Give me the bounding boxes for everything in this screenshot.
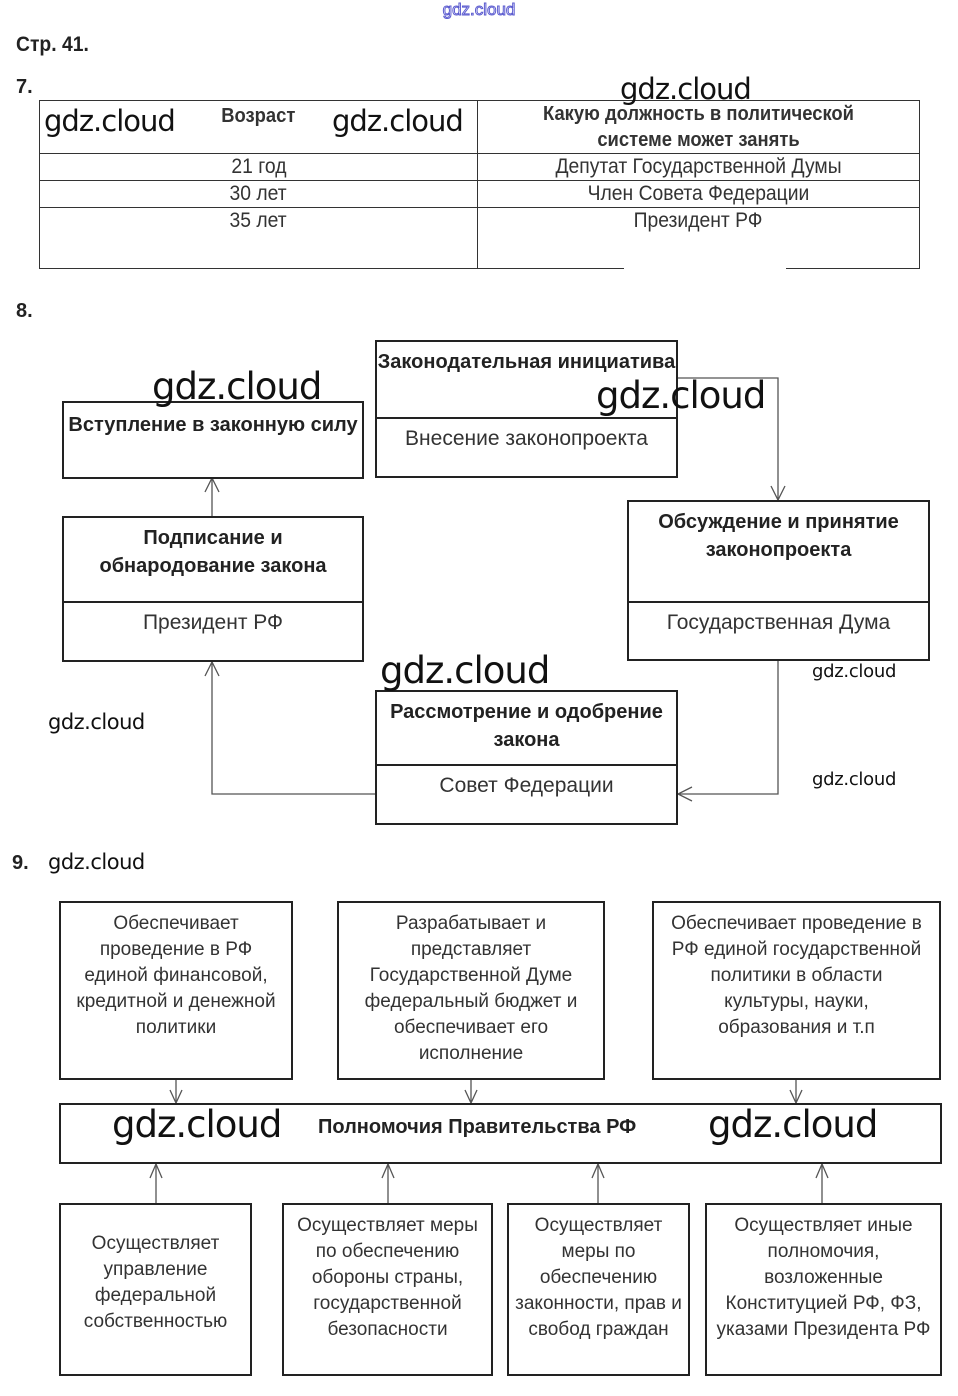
header-position: Какую должность в политической системе м… [477,100,920,154]
cell-age: 21 год [39,153,478,181]
page-label: Стр. 41. [16,33,89,56]
power-box-finance: Обеспечивает проведение в РФ единой фина… [59,901,293,1080]
watermark: gdz.cloud [332,104,464,138]
power-box-budget: Разрабатывает и представляет Государстве… [337,901,605,1080]
arrowhead-up-icon [149,1162,163,1179]
watermark: gdz.cloud [112,1103,282,1146]
watermark: gdz.cloud [620,72,752,106]
age-position-table: Возраст Какую должность в политической с… [39,100,920,269]
connector-council-president [211,662,376,795]
connector-duma-council [678,660,779,795]
watermark: gdz.cloud [812,769,897,790]
header-age: Возраст [39,100,478,154]
arrowhead-left-icon [676,786,693,802]
task-7-number: 7. [16,76,33,98]
watermark: gdz.cloud [812,661,897,682]
stage-initiative: Законодательная инициатива Внесение зако… [375,340,678,478]
stage-title: Обсуждение и принятие законопроекта [658,511,899,561]
power-box-legality: Осуществляет меры по обеспечению законно… [507,1203,690,1376]
stage-body: Президент РФ [64,601,362,637]
stage-title: Рассмотрение и одобрение закона [390,701,663,751]
cell-position: Депутат Государственной Думы [477,153,920,181]
table-row: 30 лет Член Совета Федерации [39,180,920,208]
stage-title: Вступление в законную силу [68,414,358,436]
power-box-culture: Обеспечивает проведение в РФ единой госу… [652,901,941,1080]
power-box-other: Осуществляет иные полномочия, возложенны… [705,1203,942,1376]
arrowhead-up-icon [381,1162,395,1179]
cell-age: 30 лет [39,180,478,208]
arrowhead-up-icon [591,1162,605,1179]
task-9-number: 9. [12,852,29,874]
stage-force: Вступление в законную силу [62,401,364,479]
stage-body: Совет Федерации [377,764,676,800]
watermark: gdz.cloud [152,365,322,408]
watermark: gdz.cloud [380,649,550,692]
arrowhead-up-icon [815,1162,829,1179]
watermark: gdz.cloud [596,374,766,417]
power-box-property: Осуществляет управление федеральной собс… [59,1203,252,1376]
arrowhead-up-icon [204,660,220,677]
center-title: Полномочия Правительства РФ [318,1116,637,1138]
task-8-number: 8. [16,300,33,322]
watermark: gdz.cloud [708,1103,878,1146]
stage-president: Подписание и обнародование закона Презид… [62,516,364,662]
connector-initiative-duma [677,377,779,500]
stage-title: Подписание и обнародование закона [99,527,327,577]
table-header-row: Возраст Какую должность в политической с… [39,100,920,154]
header-position-label: Какую должность в политической системе м… [542,103,854,151]
table-row: 35 лет Президент РФ [39,207,920,269]
stage-council: Рассмотрение и одобрение закона Совет Фе… [375,690,678,825]
header-age-label: Возраст [221,105,296,127]
stage-body: Государственная Дума [629,601,928,637]
top-watermark: gdz.cloud [442,0,516,20]
stage-title: Законодательная инициатива [377,351,676,373]
redaction-mask [624,262,786,278]
stage-body: Внесение законопроекта [377,417,676,453]
power-box-defense: Осуществляет меры по обеспечению обороны… [282,1203,493,1376]
government-powers-box [59,1103,942,1164]
table-row: 21 год Депутат Государственной Думы [39,153,920,181]
watermark: gdz.cloud [44,104,176,138]
watermark: gdz.cloud [48,710,145,734]
stage-duma: Обсуждение и принятие законопроекта Госу… [627,500,930,661]
cell-age: 35 лет [39,207,478,269]
watermark: gdz.cloud [48,850,145,874]
cell-position: Член Совета Федерации [477,180,920,208]
